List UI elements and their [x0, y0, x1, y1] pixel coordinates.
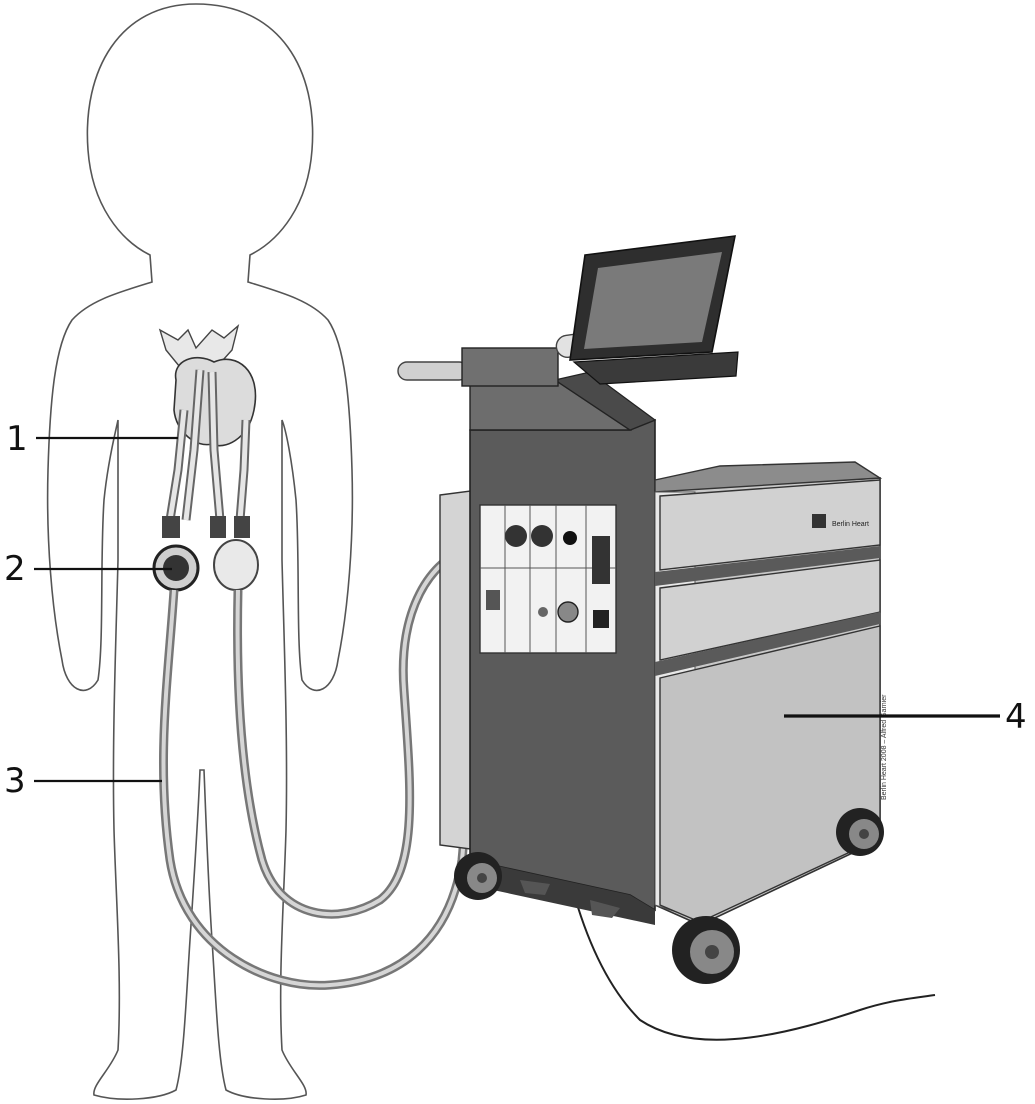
wheel-front-left [454, 852, 502, 900]
logo-mark [812, 514, 826, 528]
logo-text: Berlin Heart [832, 521, 869, 528]
drawer-3 [660, 626, 880, 922]
driving-unit: Berlin Heart Berlin Heart 2008 – Alfred … [398, 236, 888, 984]
handle-left [398, 362, 468, 380]
callout-1-number: 1 [6, 419, 28, 459]
connector [162, 516, 180, 538]
wheel-front-right [672, 916, 740, 984]
cart-front-column [470, 420, 655, 910]
credit-text: Berlin Heart 2008 – Alfred Garnier [881, 694, 888, 800]
connector [234, 516, 250, 538]
callout-2-number: 2 [4, 549, 26, 589]
drive-port-2 [531, 525, 553, 547]
connector [210, 516, 226, 538]
power-socket [593, 610, 609, 628]
serial-port [592, 536, 610, 584]
callout-3-number: 3 [4, 761, 26, 801]
round-socket [558, 602, 578, 622]
port-3 [563, 531, 577, 545]
drive-port-1 [505, 525, 527, 547]
panel-knob [538, 607, 548, 617]
callout-4-number: 4 [1005, 697, 1027, 737]
handle-mount [462, 348, 558, 386]
wheel-back-right [836, 808, 884, 856]
panel-label [486, 590, 500, 610]
pump-right [214, 540, 258, 590]
